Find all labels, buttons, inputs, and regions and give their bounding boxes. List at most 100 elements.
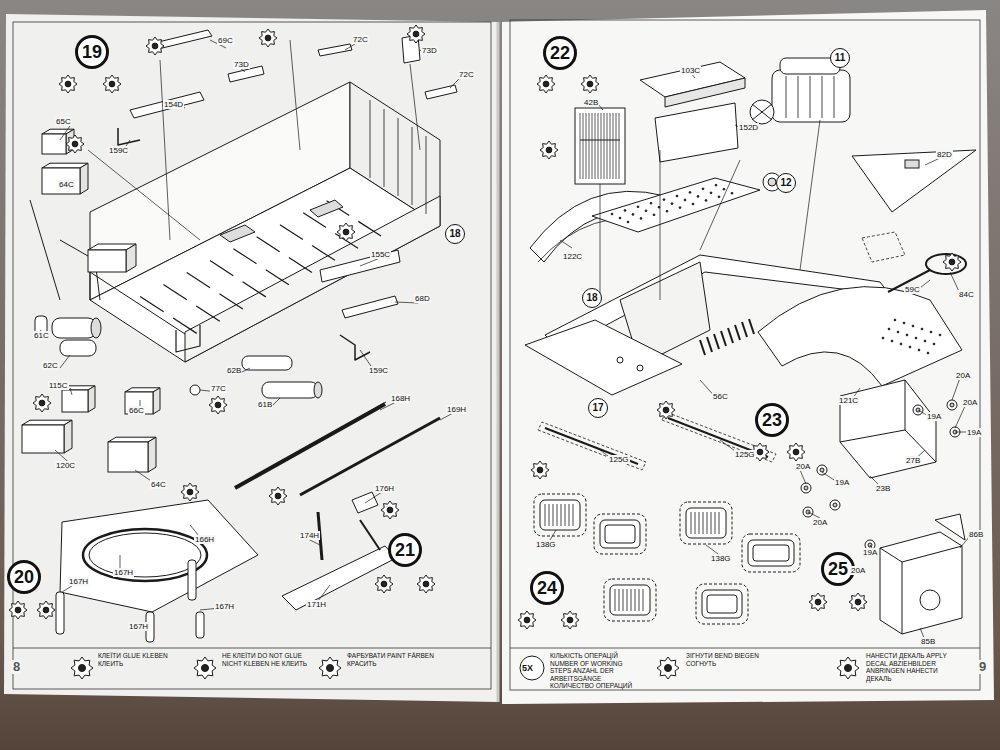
cylinder-part bbox=[60, 340, 96, 356]
bolt-part bbox=[947, 400, 957, 410]
instruction-badge bbox=[407, 25, 425, 43]
badge-symbol bbox=[793, 449, 799, 455]
grill-outline bbox=[534, 494, 586, 536]
bracket-part bbox=[118, 128, 140, 145]
grill-part bbox=[748, 540, 794, 566]
step-number: 21 bbox=[388, 533, 422, 567]
grill-bar bbox=[715, 512, 716, 534]
legend-symbol bbox=[520, 656, 544, 680]
plate-dot bbox=[640, 218, 642, 220]
floor-slat bbox=[173, 318, 197, 333]
leaf-spring bbox=[749, 319, 754, 334]
plate-dot bbox=[933, 343, 935, 345]
gun-barrel bbox=[300, 418, 440, 495]
part-number: 62C bbox=[42, 361, 59, 370]
plate-dot bbox=[653, 214, 655, 216]
leaf-spring bbox=[707, 337, 712, 352]
seat-box-part bbox=[22, 425, 64, 453]
plate-dot bbox=[903, 322, 905, 324]
part-number: 69C bbox=[217, 36, 234, 45]
badge-symbol bbox=[343, 229, 349, 235]
instruction-badge bbox=[9, 601, 27, 619]
part-number: 61B bbox=[257, 400, 273, 409]
page-number: 8 bbox=[12, 660, 21, 674]
leaf-spring bbox=[742, 322, 747, 337]
rail-outline bbox=[538, 422, 646, 470]
part-number: 19A bbox=[862, 548, 878, 557]
plate-dot bbox=[632, 214, 634, 216]
floor-hatch bbox=[310, 200, 343, 217]
plate-dot bbox=[689, 192, 691, 194]
leader-line bbox=[160, 60, 170, 240]
rear-wall-rib bbox=[426, 136, 427, 214]
rear-wall-rib bbox=[412, 127, 413, 205]
leader-line bbox=[955, 404, 966, 428]
badge-symbol bbox=[815, 599, 821, 605]
bolt-part bbox=[804, 486, 808, 490]
grill-bar bbox=[549, 504, 550, 526]
part-number: 168H bbox=[390, 394, 411, 403]
grill-outline bbox=[742, 534, 800, 572]
part-number: 169H bbox=[446, 405, 467, 414]
instruction-badge bbox=[943, 253, 961, 271]
badge-symbol bbox=[152, 43, 158, 49]
grill-bar bbox=[707, 512, 708, 534]
mudguard-edge bbox=[902, 562, 903, 634]
part-number: 154D bbox=[163, 100, 184, 109]
engine-detail bbox=[834, 76, 835, 118]
leader-line bbox=[800, 120, 820, 270]
plate-dot bbox=[918, 349, 920, 351]
instruction-badge bbox=[269, 487, 287, 505]
gun-mount-part bbox=[352, 492, 378, 513]
leader-line bbox=[410, 64, 420, 150]
instruction-badge bbox=[417, 575, 435, 593]
part-number: 167H bbox=[68, 577, 89, 586]
instruction-badge bbox=[561, 611, 579, 629]
plate-dot bbox=[921, 328, 923, 330]
part-number: 138G bbox=[710, 554, 732, 563]
grill-bar bbox=[643, 589, 644, 611]
gearbox-edge bbox=[905, 380, 936, 462]
bumper-hole bbox=[637, 365, 643, 371]
plate-dot bbox=[924, 340, 926, 342]
radiator-fin bbox=[616, 113, 617, 179]
leader-line bbox=[925, 158, 940, 165]
small-part bbox=[190, 385, 200, 395]
cylinder-end bbox=[91, 318, 101, 338]
subassembly-callout: 18 bbox=[445, 224, 465, 244]
badge-symbol bbox=[546, 147, 552, 153]
rear-wall-rib bbox=[384, 109, 385, 187]
hull-strap bbox=[30, 200, 60, 300]
leader-line bbox=[60, 355, 70, 368]
grill-outline bbox=[696, 584, 748, 624]
floor-slat bbox=[233, 249, 256, 264]
grill-bar bbox=[615, 589, 616, 611]
bracket-part bbox=[340, 335, 370, 360]
leaf-spring bbox=[714, 334, 719, 349]
fan-blade bbox=[752, 104, 772, 120]
instruction-badge bbox=[59, 75, 77, 93]
instruction-badge bbox=[33, 394, 51, 412]
seat-box-part bbox=[80, 163, 88, 194]
instruction-badge bbox=[787, 443, 805, 461]
floor-slat bbox=[210, 261, 233, 276]
instruction-badge bbox=[337, 223, 355, 241]
leader-line bbox=[660, 150, 661, 300]
bolt-part bbox=[830, 500, 840, 510]
grill-bar bbox=[631, 589, 632, 611]
engine-detail bbox=[786, 76, 787, 118]
legend-text: ФАРБУВАТИ PAINT FÄRBEN КРАСИТЬ bbox=[347, 652, 439, 667]
step-number-text: 21 bbox=[395, 541, 415, 559]
plate-dot bbox=[930, 331, 932, 333]
engine-fan bbox=[750, 100, 774, 124]
part-number: 19A bbox=[966, 428, 982, 437]
badge-symbol bbox=[78, 664, 85, 671]
plank-part bbox=[425, 85, 457, 99]
page-fold bbox=[497, 22, 500, 702]
badge-symbol bbox=[413, 31, 419, 37]
plank-part bbox=[318, 44, 352, 56]
steering-wheel bbox=[926, 254, 966, 274]
plate-dot bbox=[705, 200, 707, 202]
ring-plate bbox=[60, 500, 258, 612]
part-number: 121C bbox=[838, 396, 859, 405]
